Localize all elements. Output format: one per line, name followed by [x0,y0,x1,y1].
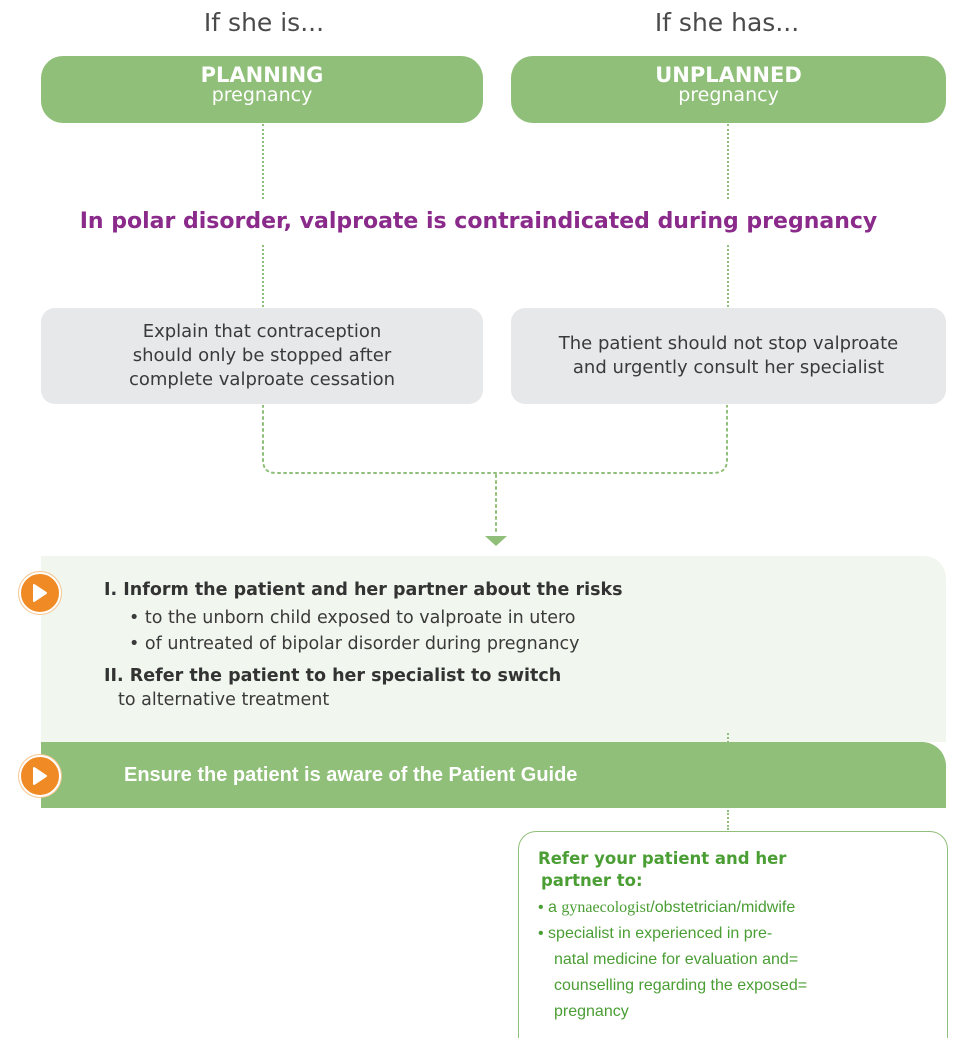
info-item-2-sub: to alternative treatment [118,690,330,710]
refer-bullet-2-line: natal medicine for evaluation and= [554,951,799,968]
unplanned-sublabel: pregnancy [678,84,779,107]
connector-band-refer [727,810,729,830]
arrow-down-icon [485,536,507,546]
planning-advice-line: should only be stopped after [132,345,392,367]
connector-left-mid [262,245,264,307]
planning-box: PLANNING pregnancy [41,56,483,123]
refer-bullet-2-line: • specialist in experienced in pre- [538,925,773,942]
merge-connector [262,405,728,546]
connector-right-mid [727,245,729,307]
info-panel [41,556,946,742]
patient-guide-band [41,742,946,808]
contraindication-title: In polar disorder, valproate is contrain… [79,209,878,234]
planning-advice-box: Explain that contraception should only b… [41,308,483,404]
unplanned-advice-line: and urgently consult her specialist [572,357,885,378]
unplanned-label: UNPLANNED [655,63,802,87]
info-item-1-title: I. Inform the patient and her partner ab… [104,580,623,600]
refer-box [518,831,948,1038]
refer-title-line: Refer your patient and her [538,849,787,868]
connector-panel-band [727,733,729,743]
unplanned-advice-line: The patient should not stop valproate [558,333,899,355]
connector-right-top [727,124,729,199]
info-play-button[interactable] [19,572,61,614]
refer-bullet-1-prefix: • a [538,899,562,916]
refer-bullet-1-serif: gynaecologist [561,899,651,916]
refer-title-line: partner to: [541,871,643,890]
info-item-2-title: II. Refer the patient to her specialist … [104,666,562,686]
planning-advice-line: complete valproate cessation [128,368,396,390]
play-icon [33,584,47,602]
header-left: If she is... [203,8,325,37]
planning-sublabel: pregnancy [211,84,313,107]
info-item-1-bullet: • of untreated of bipolar disorder durin… [129,634,580,654]
refer-bullet-2-line: counselling regarding the exposed= [554,977,808,994]
planning-label: PLANNING [200,63,324,87]
connector-left-top [262,124,264,199]
info-item-1-bullet: • to the unborn child exposed to valproa… [129,608,576,628]
refer-bullet-2-line: pregnancy [554,1003,629,1020]
refer-bullet-1-rest: /obstetrician/midwife [650,899,796,916]
play-icon [33,767,47,785]
unplanned-advice-box: The patient should not stop valproate an… [511,308,946,404]
planning-advice-line: Explain that contraception [142,321,382,343]
refer-bullet-1: • a gynaecologist/obstetrician/midwife [538,899,795,917]
unplanned-box: UNPLANNED pregnancy [511,56,946,123]
patient-guide-text: Ensure the patient is aware of the Patie… [124,764,578,786]
header-right: If she has... [654,8,800,37]
guide-play-button[interactable] [19,755,61,797]
